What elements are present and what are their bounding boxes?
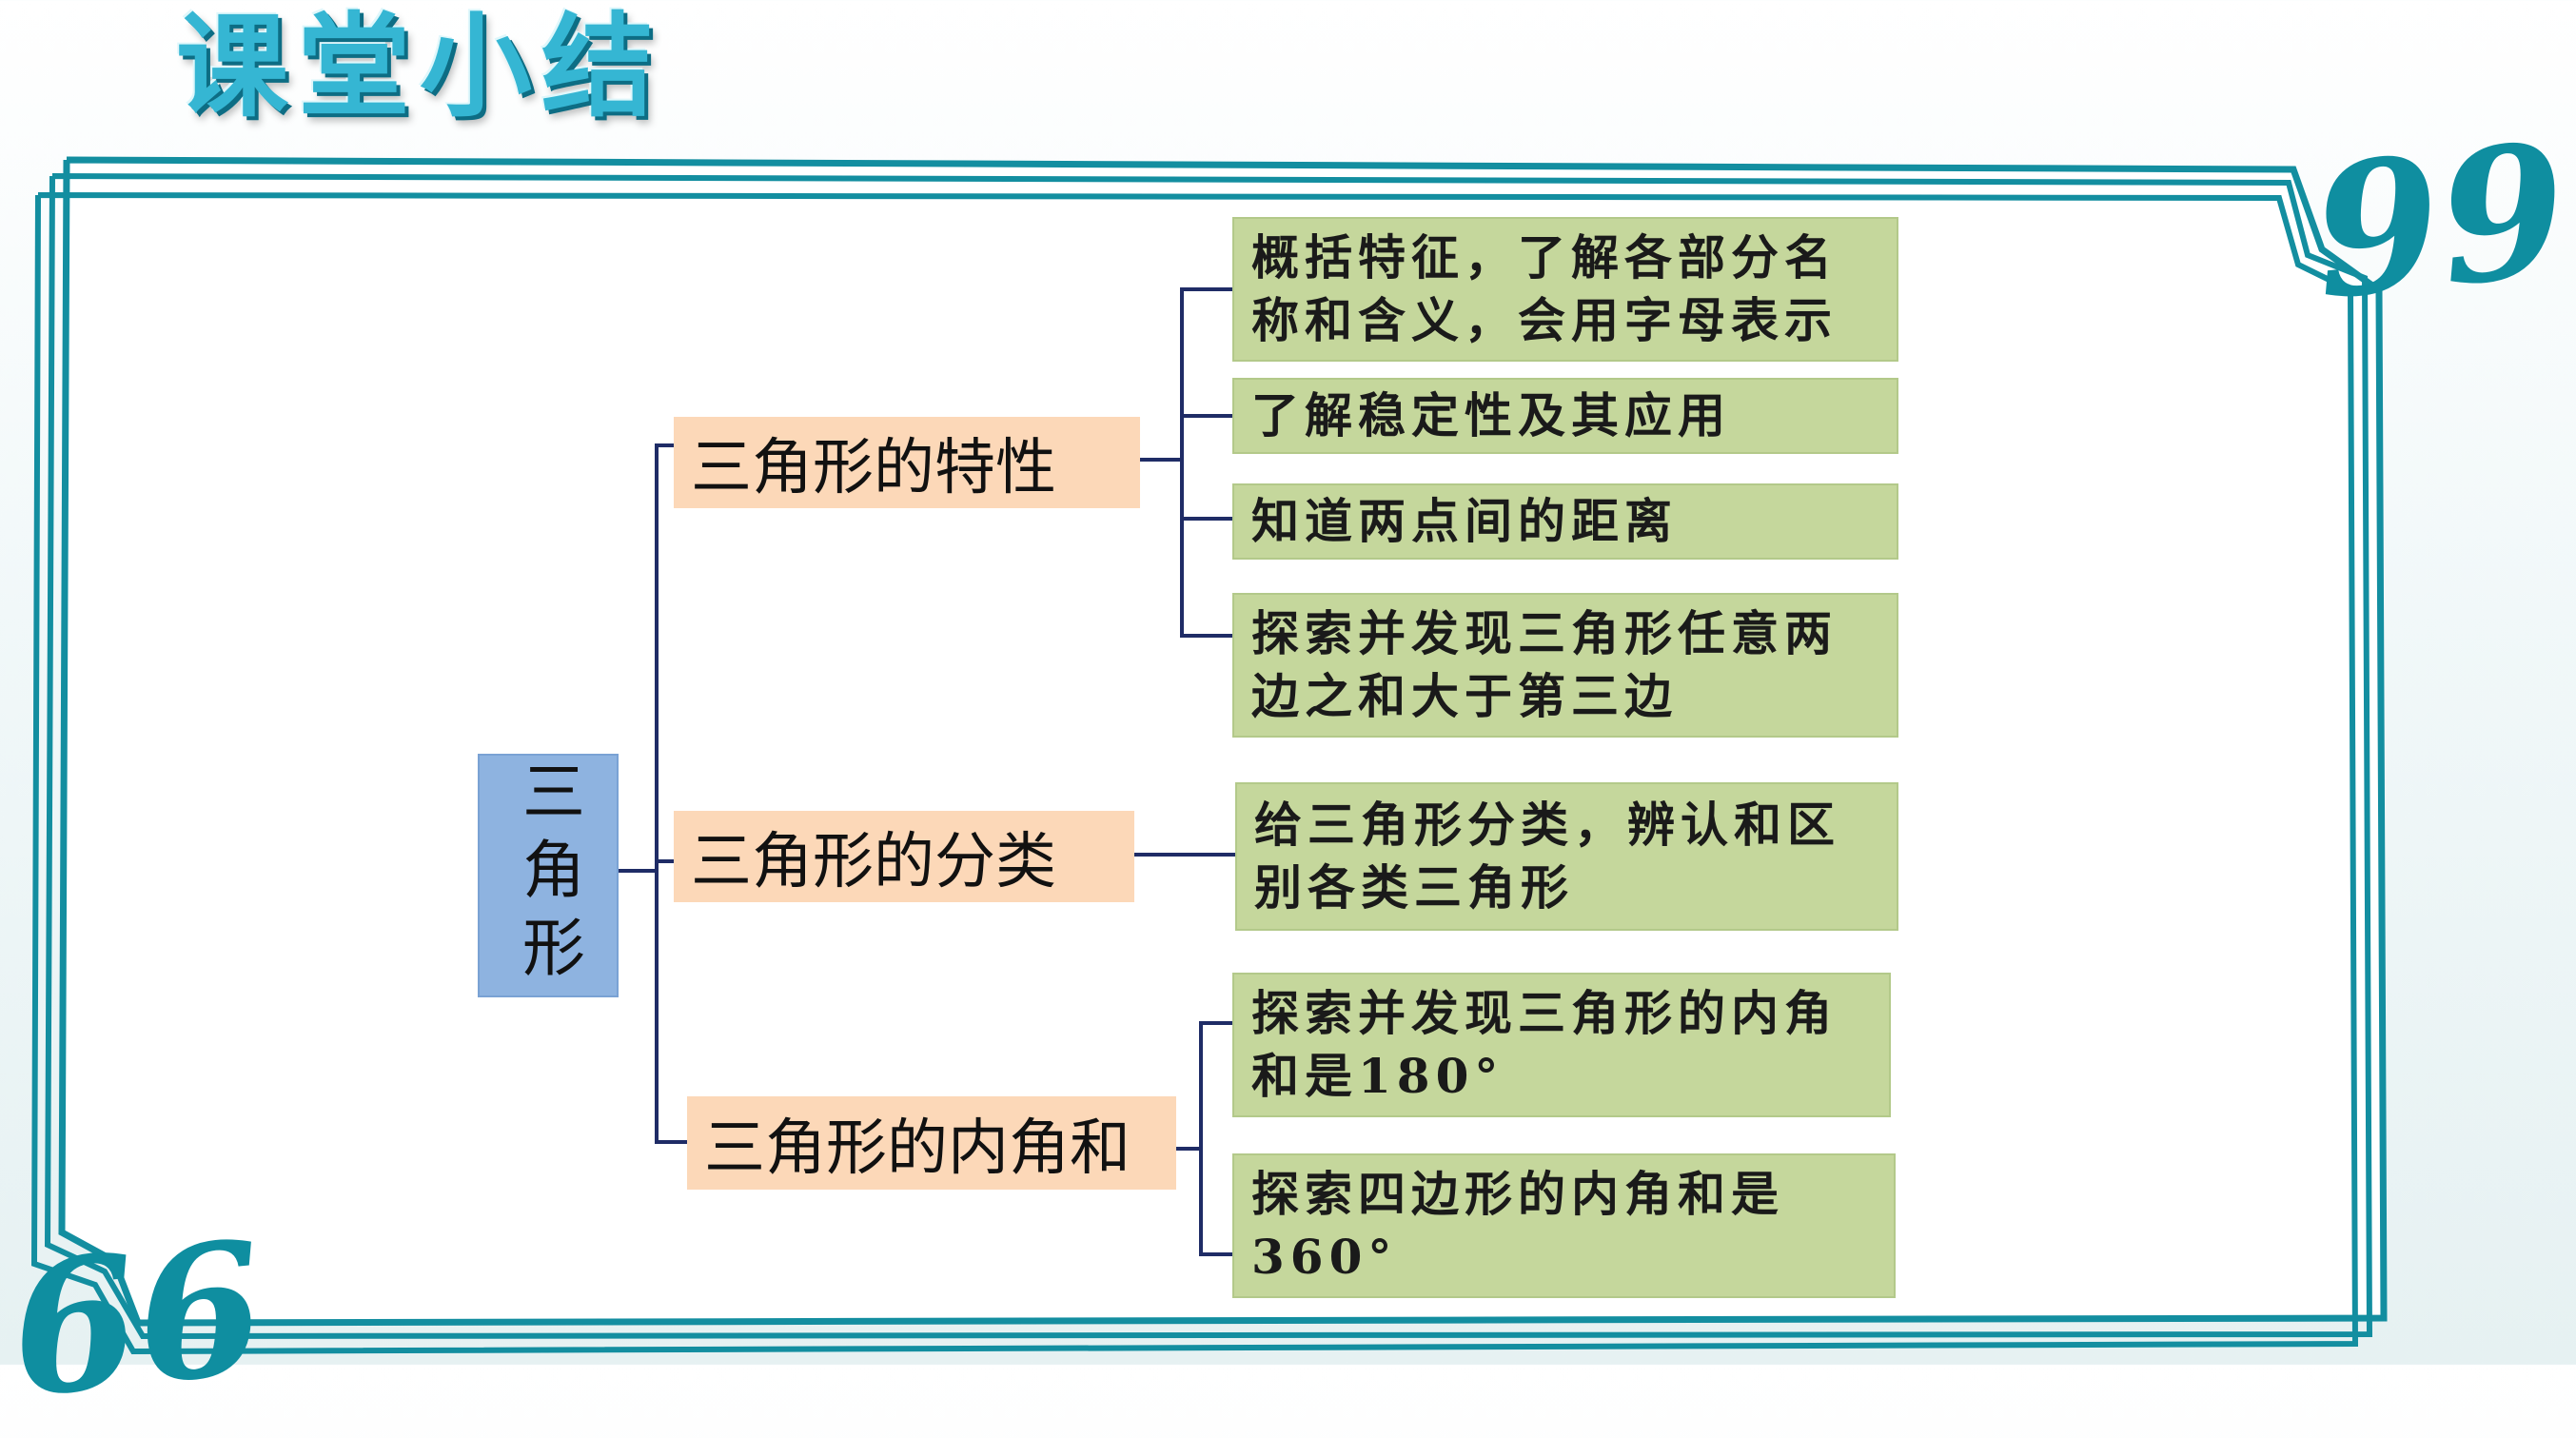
branch-angle-sum: 三角形的内角和 [687, 1096, 1176, 1190]
leaf-text: 知道两点间的距离 [1251, 493, 1678, 549]
leaf-text: 探索四边形的内角和是360° [1251, 1166, 1784, 1285]
page-title: 课堂小结 [176, 1, 664, 132]
open-quote-icon: 66 [1, 1200, 274, 1438]
root-node: 三角形 [478, 754, 619, 997]
connector-lines [619, 287, 1235, 1256]
leaf-side-inequality: 探索并发现三角形任意两边之和大于第三边 [1232, 593, 1898, 738]
leaf-text: 了解稳定性及其应用 [1251, 387, 1731, 443]
leaf-text: 探索并发现三角形的内角和是180° [1251, 985, 1838, 1104]
leaf-triangle-180: 探索并发现三角形的内角和是180° [1232, 973, 1891, 1117]
leaf-quad-360: 探索四边形的内角和是360° [1232, 1153, 1896, 1298]
leaf-stability: 了解稳定性及其应用 [1232, 378, 1898, 454]
branch-classification: 三角形的分类 [674, 811, 1134, 902]
leaf-name-parts: 概括特征，了解各部分名称和含义，会用字母表示 [1232, 217, 1898, 362]
leaf-classify: 给三角形分类，辨认和区别各类三角形 [1235, 782, 1898, 931]
leaf-text: 给三角形分类，辨认和区别各类三角形 [1254, 797, 1840, 916]
root-label: 三角形 [512, 758, 585, 993]
leaf-distance: 知道两点间的距离 [1232, 483, 1898, 560]
decorative-frame [30, 156, 2388, 1355]
leaf-text: 概括特征，了解各部分名称和含义，会用字母表示 [1251, 229, 1838, 348]
close-quote-icon: 99 [2304, 102, 2576, 341]
branch-properties: 三角形的特性 [674, 417, 1140, 508]
leaf-text: 探索并发现三角形任意两边之和大于第三边 [1251, 605, 1838, 724]
